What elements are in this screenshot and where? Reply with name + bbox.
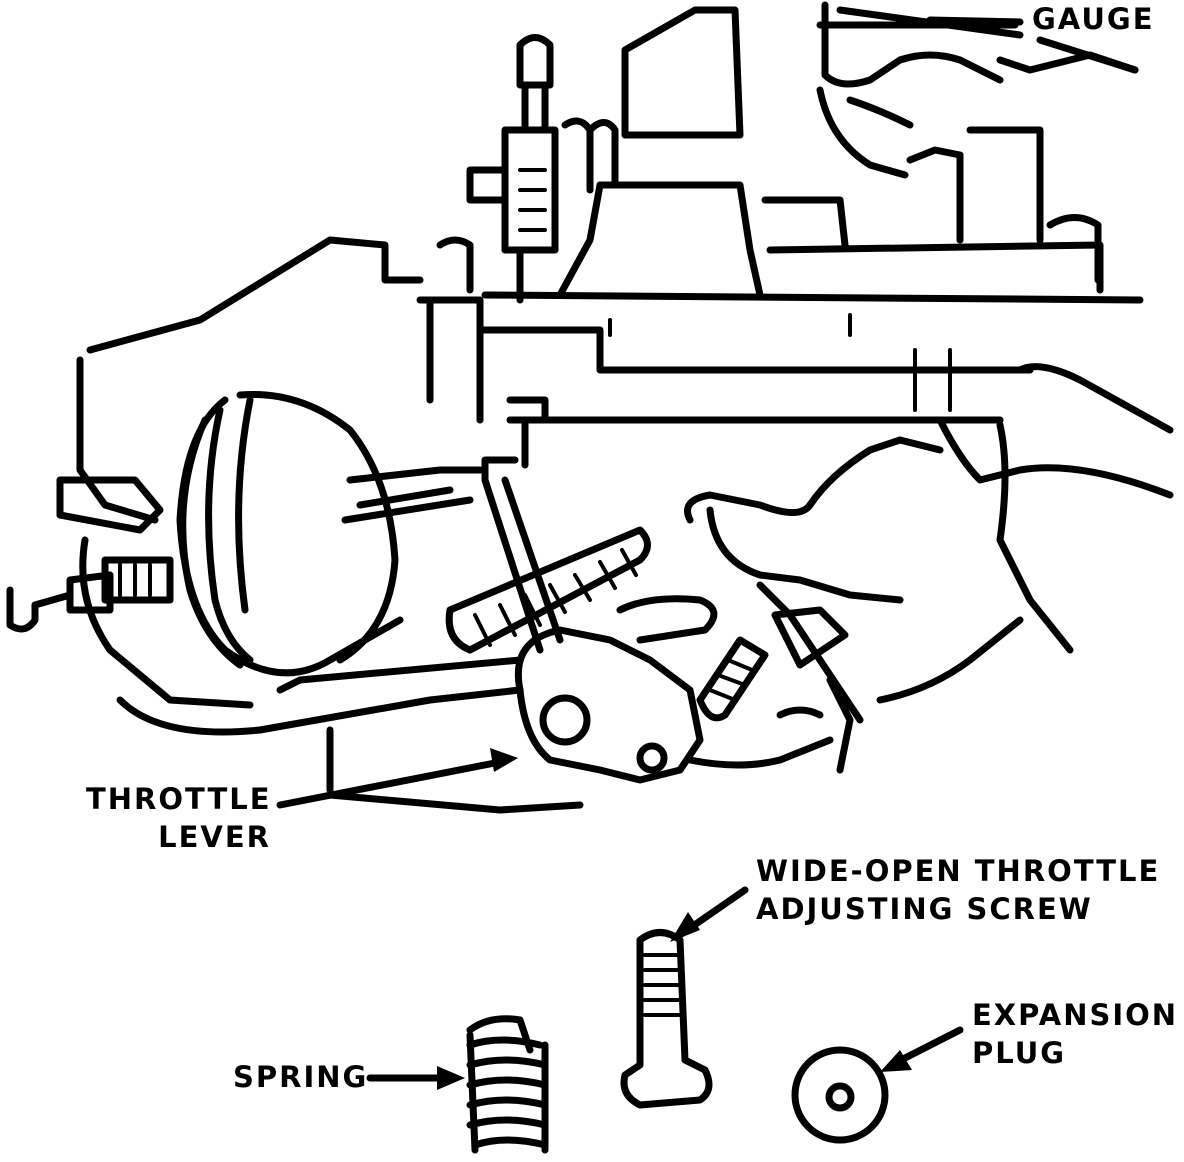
- choke-rod: [466, 34, 619, 304]
- throttle-lever-label-line1: THROTTLE: [86, 782, 272, 816]
- throttle-lever-label: THROTTLE LEVER: [86, 780, 271, 856]
- spring-part: [366, 1015, 549, 1154]
- throttle-lever-plate: [326, 396, 704, 814]
- throttle-lever-label-line2: LEVER: [158, 820, 271, 854]
- wot-screw-label-line1: WIDE-OPEN THROTTLE: [756, 854, 1161, 888]
- gauge-leader: [926, 16, 1024, 26]
- expansion-plug-label-line2: PLUG: [972, 1036, 1067, 1070]
- gauge-hand: [816, 1, 1139, 179]
- gauge-label: GAUGE: [1032, 2, 1155, 36]
- expansion-plug-part: [791, 1026, 964, 1144]
- linkage-spring: [445, 526, 651, 654]
- carburetor-body: [416, 6, 1144, 424]
- spring-label: SPRING: [233, 1060, 369, 1094]
- throttle-lever-arrow: [276, 748, 518, 809]
- technician-hand: [616, 363, 1174, 769]
- wot-adjusting-screw: [620, 886, 749, 1109]
- expansion-plug-label-line1: EXPANSION: [972, 998, 1179, 1032]
- installed-screw: [696, 581, 864, 774]
- pull-rod: [6, 536, 524, 736]
- wot-screw-label: WIDE-OPEN THROTTLE ADJUSTING SCREW: [756, 852, 1160, 928]
- expansion-plug-label: EXPANSION PLUG: [972, 996, 1178, 1072]
- wot-screw-label-line2: ADJUSTING SCREW: [756, 892, 1093, 926]
- diaphragm-housing: [56, 236, 484, 677]
